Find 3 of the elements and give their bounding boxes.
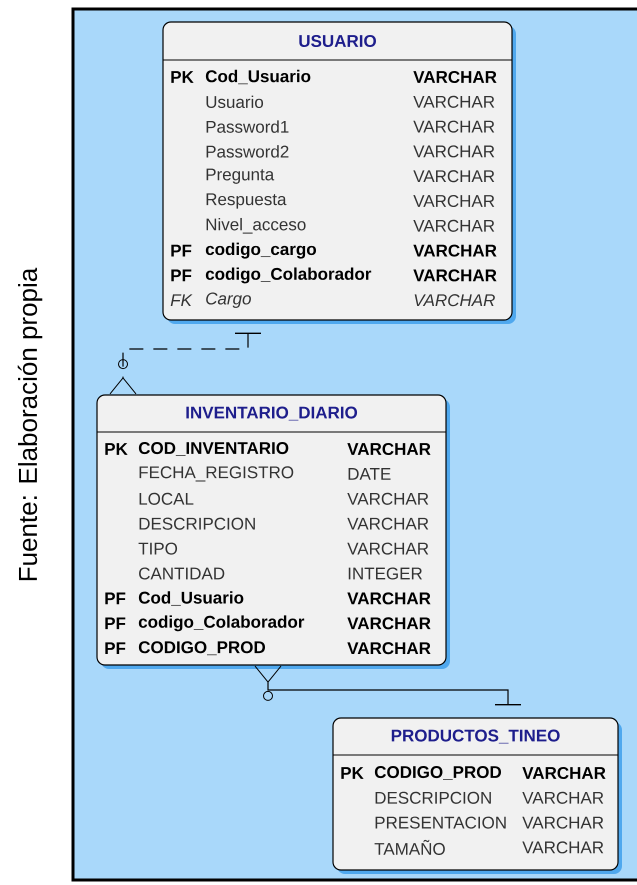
- relationship-line: [254, 666, 521, 706]
- relationship-line: [110, 332, 261, 394]
- caption: Fuente: Elaboración propia: [18, 268, 42, 580]
